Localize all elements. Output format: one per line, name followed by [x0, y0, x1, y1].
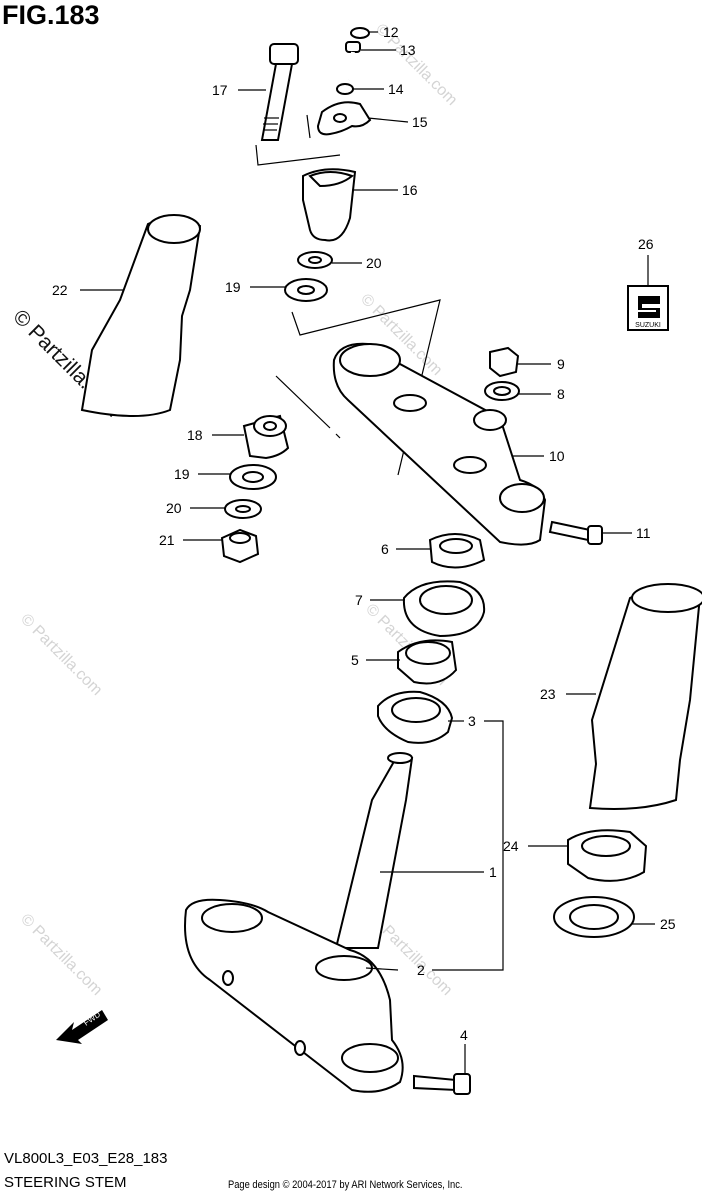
callout-5: 5	[351, 652, 359, 668]
callout-18: 18	[187, 427, 203, 443]
callout-14: 14	[388, 81, 404, 97]
watermark-text: © Partzilla.com	[17, 611, 105, 699]
assembly-line	[335, 433, 341, 439]
part-12-cap	[350, 27, 370, 39]
callout-9: 9	[557, 356, 565, 372]
part-6-nut	[428, 533, 486, 569]
assembly-line	[255, 144, 341, 166]
assembly-line	[275, 375, 331, 429]
fwd-arrow: FWD	[56, 1010, 108, 1044]
part-15-holder-upper	[316, 101, 372, 136]
page-credit: Page design © 2004-2017 by ARI Network S…	[228, 1179, 463, 1191]
part-3-bearing	[377, 690, 454, 744]
model-code: VL800L3_E03_E28_183	[4, 1150, 168, 1167]
callout-20-lower: 20	[166, 500, 182, 516]
callout-6: 6	[381, 541, 389, 557]
callout-24: 24	[503, 838, 519, 854]
part-17-bolt	[260, 43, 299, 141]
part-18-bush	[242, 414, 290, 460]
part-24-nut	[567, 829, 648, 882]
callout-21: 21	[159, 532, 175, 548]
part-21-nut	[220, 528, 260, 564]
part-7-seal	[402, 580, 486, 638]
part-19-washer-upper	[284, 278, 328, 302]
callout-19-upper: 19	[225, 279, 241, 295]
callout-2: 2	[417, 962, 425, 978]
callout-13: 13	[400, 42, 416, 58]
callout-1: 1	[489, 864, 497, 880]
callout-15: 15	[412, 114, 428, 130]
assembly-line	[306, 114, 311, 139]
part-23-fork-cover	[588, 583, 702, 810]
assembly-name: STEERING STEM	[4, 1174, 127, 1191]
callout-17: 17	[212, 82, 228, 98]
callout-10: 10	[549, 448, 565, 464]
callout-12: 12	[383, 24, 399, 40]
part-9-nut	[489, 346, 520, 378]
watermark-text: © Partzilla.com	[17, 911, 105, 999]
part-19-washer-lower	[229, 464, 277, 490]
part-25-washer	[553, 896, 635, 938]
part-20-washer-lower	[224, 499, 262, 519]
part-14-nut	[336, 83, 354, 95]
part-5-bearing	[397, 639, 458, 685]
part-16-holder-lower	[302, 168, 357, 242]
callout-22: 22	[52, 282, 68, 298]
part-22-fork-cover	[80, 214, 202, 417]
figure-title: FIG.183	[2, 0, 100, 30]
callout-11: 11	[636, 525, 651, 541]
part-4-bolt	[413, 1073, 471, 1095]
emblem-label: SUZUKI	[635, 322, 661, 329]
part-1-steering-stem	[184, 752, 414, 1093]
callout-16: 16	[402, 182, 418, 198]
callout-26: 26	[638, 236, 654, 252]
callout-3: 3	[468, 713, 476, 729]
leader-lines	[80, 31, 655, 1074]
callout-19-lower: 19	[174, 466, 190, 482]
callout-8: 8	[557, 386, 565, 402]
callout-labels: 12 13 14 15 16 17 20 19 22 26 9 8 10 18 …	[52, 24, 676, 1043]
part-10-upper-bracket	[332, 342, 547, 546]
callout-23: 23	[540, 686, 556, 702]
part-11-bolt	[548, 520, 603, 545]
callout-4: 4	[460, 1027, 468, 1043]
part-8-washer	[484, 381, 520, 401]
part-20-washer-upper	[297, 251, 333, 269]
part-26-emblem: SUZUKI	[627, 285, 669, 331]
callout-25: 25	[660, 916, 676, 932]
callout-7: 7	[355, 592, 363, 608]
part-13-screw	[345, 41, 361, 81]
callout-20-upper: 20	[366, 255, 382, 271]
